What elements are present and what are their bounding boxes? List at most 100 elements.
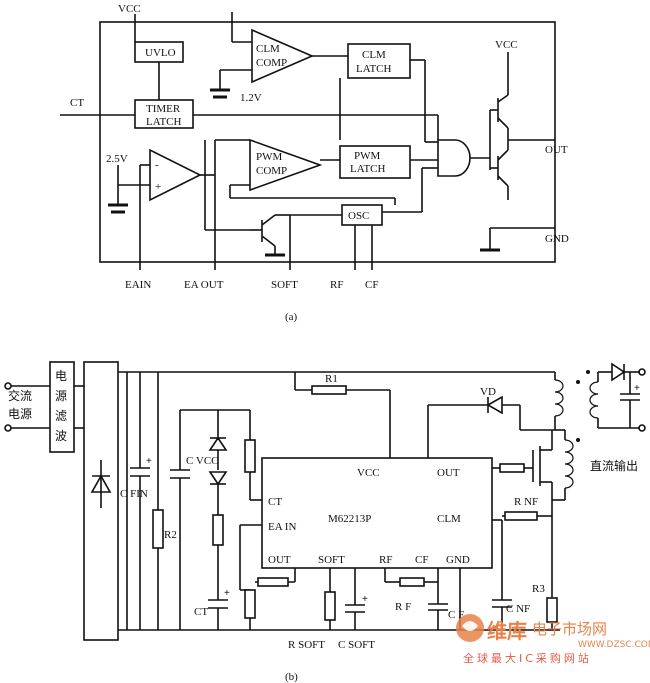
ea-resistor — [244, 589, 256, 619]
ref-1v2-label: 1.2V — [240, 92, 262, 104]
watermark-url: WWW.DZSC.COM — [578, 640, 650, 650]
vcc-right-label: VCC — [495, 39, 518, 51]
r2-label: R2 — [164, 529, 177, 541]
out-feedback-resistor — [257, 577, 289, 587]
chip-cf: CF — [415, 554, 428, 566]
application-circuit-b: 交流 电源 电 源 滤 波 + C FIN R2 — [4, 361, 646, 683]
cnf-label: C NF — [506, 603, 530, 615]
caption-b: (b) — [285, 671, 298, 683]
ref-2v5-label: 2.5V — [106, 153, 128, 165]
filter-char-1: 电 — [55, 369, 67, 383]
chip-gnd: GND — [446, 554, 470, 566]
timer-label-2: LATCH — [146, 116, 182, 128]
pin-soft: SOFT — [271, 279, 298, 291]
cfin-label: C FIN — [120, 488, 148, 500]
ct-label: CT — [70, 97, 84, 109]
secondary-winding-coil — [589, 381, 599, 419]
caption-a: (a) — [285, 311, 298, 323]
ac-terminal-bottom — [4, 424, 12, 432]
rsoft-resistor — [324, 591, 336, 621]
osc-label: OSC — [348, 210, 369, 222]
ea-minus: - — [155, 159, 159, 171]
pwm-latch-label-2: LATCH — [350, 163, 386, 175]
dc-output-label: 直流输出 — [590, 458, 638, 473]
chip-ct: CT — [268, 496, 282, 508]
r2-resistor — [152, 509, 164, 549]
chip-rf: RF — [379, 554, 392, 566]
out-label: OUT — [545, 144, 568, 156]
aux-winding-coil — [554, 379, 564, 417]
rsoft-label: R SOFT — [288, 639, 325, 651]
clm-latch-label-1: CLM — [362, 49, 386, 61]
pwm-latch-block — [339, 145, 411, 179]
filter-char-2: 源 — [55, 389, 67, 403]
watermark: 维库 电子市场网 WWW.DZSC.COM 全球最大IC采购网站 — [456, 614, 650, 665]
power-filter-block — [49, 361, 75, 453]
m62213p-chip — [261, 457, 493, 569]
r1-resistor — [311, 385, 347, 395]
ac-source-label-1: 交流 — [8, 388, 32, 403]
rf-resistor — [399, 577, 425, 587]
watermark-slogan: 全球最大IC采购网站 — [463, 651, 592, 665]
vd-diode-icon — [486, 395, 503, 415]
pin-rf: RF — [330, 279, 343, 291]
csoft-label: C SOFT — [338, 639, 375, 651]
zener-diode-2-icon — [208, 471, 228, 486]
clm-comp-amplifier — [251, 28, 315, 84]
csoft-plus: + — [362, 594, 368, 605]
clm-comp-label-1: CLM — [256, 43, 280, 55]
ea-plus: + — [155, 181, 161, 193]
pwm-comp-label-2: COMP — [256, 165, 287, 177]
vcc-top-label: VCC — [118, 3, 141, 15]
filter-char-4: 波 — [55, 429, 67, 443]
ct-cap-label: CT — [194, 606, 208, 618]
output-diode-icon — [611, 362, 626, 382]
chip-soft: SOFT — [318, 554, 345, 566]
pwm-comp-label-1: PWM — [256, 151, 283, 163]
pin-cf: CF — [365, 279, 378, 291]
out-cap-plus: + — [634, 383, 640, 394]
timer-label-1: TIMER — [146, 103, 181, 115]
ct-resistor — [244, 439, 256, 473]
pwm-comp-amplifier — [249, 138, 323, 192]
filter-char-3: 滤 — [55, 409, 67, 423]
chip-vcc: VCC — [357, 467, 380, 479]
rf-label: R F — [395, 601, 411, 613]
clm-latch-block — [347, 43, 411, 79]
pwm-latch-label-1: PWM — [354, 150, 381, 162]
cvcc-label: C VCC — [186, 455, 219, 467]
pin-ea-out: EA OUT — [184, 279, 224, 291]
chip-out-bottom: OUT — [268, 554, 291, 566]
chip-name: M62213P — [328, 513, 371, 525]
clm-comp-label-2: COMP — [256, 57, 287, 69]
ic-outline — [99, 21, 556, 263]
pin-eain: EAIN — [125, 279, 151, 291]
ac-source-label-2: 电源 — [8, 407, 32, 421]
error-amplifier — [149, 148, 202, 202]
gate-resistor — [499, 463, 525, 473]
primary-winding-coil — [564, 439, 574, 489]
clm-latch-label-2: LATCH — [356, 63, 392, 75]
gnd-label: GND — [545, 233, 569, 245]
dc-out-terminal-top — [638, 368, 646, 376]
and-gate — [437, 139, 471, 177]
r3-resistor — [546, 597, 558, 623]
chip-out: OUT — [437, 467, 460, 479]
cfin-plus: + — [146, 456, 152, 467]
vd-label: VD — [480, 386, 496, 398]
chip-clm: CLM — [437, 513, 461, 525]
uvlo-label: UVLO — [145, 47, 176, 59]
r3-label: R3 — [532, 583, 545, 595]
rnf-label: R NF — [514, 496, 538, 508]
chip-ea-in: EA IN — [268, 521, 296, 533]
watermark-tagline: 电子市场网 — [532, 620, 607, 638]
ct-cap-plus: + — [224, 588, 230, 599]
timer-latch-block — [134, 99, 194, 129]
watermark-brand: 维库 — [487, 619, 527, 643]
block-diagram-a: VCC UVLO CLM COMP 1.2V CLM LATCH CT — [60, 3, 569, 323]
series-resistor — [212, 514, 224, 546]
r1-label: R1 — [325, 373, 338, 385]
rnf-resistor — [504, 511, 538, 521]
dc-out-terminal-bottom — [638, 424, 646, 432]
